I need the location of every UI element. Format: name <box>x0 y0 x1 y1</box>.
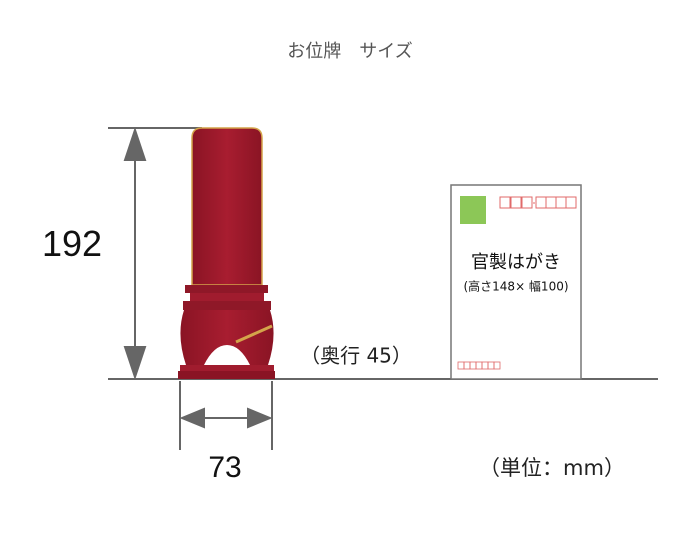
width-label: 73 <box>208 451 242 484</box>
height-label: 192 <box>41 223 103 264</box>
diagram-title: お位牌 サイズ <box>287 41 413 62</box>
postal-code-boxes <box>499 196 577 209</box>
unit-label: （単位：mm） <box>479 456 625 480</box>
sender-code-boxes <box>457 361 501 370</box>
depth-label: （奥行 45） <box>300 343 412 368</box>
memorial-tablet <box>178 127 275 379</box>
postcard-size: (高さ148× 幅100) <box>463 279 569 294</box>
postcard-name: 官製はがき <box>471 252 561 273</box>
postcard <box>450 184 582 380</box>
stamp-box <box>460 196 486 224</box>
